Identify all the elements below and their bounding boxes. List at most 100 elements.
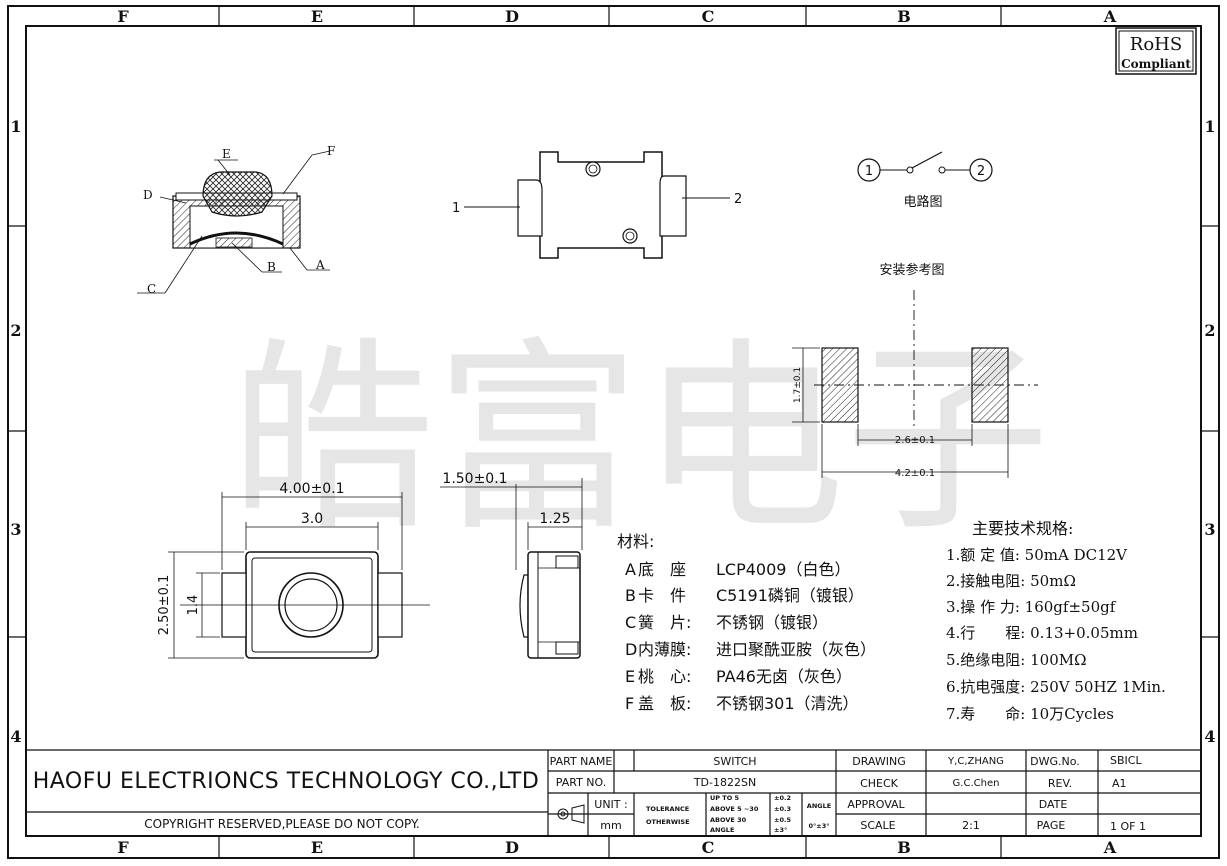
zone-row-right: 3 — [1204, 520, 1215, 539]
material-value: C5191磷铜（镀银） — [716, 586, 864, 605]
zone-row-right: 1 — [1204, 117, 1215, 136]
callout-d: D — [143, 188, 153, 202]
material-name: 内薄膜: — [638, 640, 691, 659]
zone-row-left: 3 — [10, 520, 21, 539]
tol-value: ±0.5 — [774, 816, 791, 824]
rev-value: A1 — [1112, 777, 1127, 790]
zone-row-right: 2 — [1204, 321, 1215, 340]
material-value: 不锈钢301（清洗） — [716, 694, 859, 713]
materials-list: 材料: A 底 座 LCP4009（白色） B 卡 件 C5191磷铜（镀银） … — [617, 532, 876, 713]
zone-labels: F E D C B A F E D C B A 1 2 3 4 1 2 3 4 — [10, 7, 1215, 857]
dwg-no-value: SBICL — [1110, 754, 1142, 767]
tol-range: UP TO 5 — [710, 794, 740, 802]
circuit-title: 电路图 — [903, 194, 942, 210]
tolerance-label: TOLERANCE — [646, 805, 689, 813]
circuit-pin-1: 1 — [865, 164, 873, 179]
projection-symbol — [552, 804, 585, 824]
material-name: 卡 件 — [638, 586, 686, 605]
spec-item: 3.操 作 力: 160gf±50gf — [946, 598, 1117, 616]
spec-item: 7.寿 命: 10万Cycles — [946, 705, 1114, 723]
tol-value: ±0.2 — [774, 794, 791, 802]
angle-value: 0°±3° — [809, 822, 830, 830]
company-name: HAOFU ELECTRIONCS TECHNOLOGY CO.,LTD — [33, 769, 540, 794]
dim-pad-span: 4.2±0.1 — [895, 468, 935, 479]
drawing-by: Y,C,ZHANG — [947, 756, 1004, 767]
scale-label: SCALE — [860, 819, 895, 832]
callout-c: C — [147, 282, 156, 296]
zone-col-top: B — [897, 7, 911, 26]
cross-section-view: E F D C B A — [137, 144, 335, 296]
material-value: 不锈钢（镀银） — [716, 613, 828, 632]
callout-e: E — [222, 147, 231, 161]
zone-col-bottom: C — [702, 838, 715, 857]
zone-row-left: 1 — [10, 117, 21, 136]
dim-pad-length: 1.7±0.1 — [793, 367, 803, 403]
dim-inner-width: 1.4 — [186, 595, 201, 616]
zone-col-bottom: E — [311, 838, 323, 857]
zone-row-left: 2 — [10, 321, 21, 340]
specs-title: 主要技术规格: — [972, 519, 1073, 538]
dim-overall-length: 4.00±0.1 — [279, 481, 344, 497]
tol-range: ABOVE 5 ~30 — [710, 805, 759, 813]
material-key: E — [625, 667, 635, 686]
zone-col-top: D — [505, 7, 519, 26]
zone-col-bottom: F — [117, 838, 129, 857]
check-label: CHECK — [860, 777, 899, 790]
date-label: DATE — [1039, 798, 1068, 811]
part-no-label: PART NO. — [556, 776, 606, 789]
callout-b: B — [267, 260, 276, 274]
tol-value: ±3° — [774, 826, 787, 834]
drawing-frame — [7, 5, 1220, 859]
angle-label: ANGLE — [807, 802, 831, 810]
drawing-label: DRAWING — [852, 755, 905, 768]
rohs-compliant-text: Compliant — [1121, 57, 1191, 71]
dim-pad-gap: 2.6±0.1 — [895, 435, 935, 446]
zone-col-top: F — [117, 7, 129, 26]
copyright-notice: COPYRIGHT RESERVED,PLEASE DO NOT COPY. — [144, 817, 419, 831]
spec-list: 主要技术规格: 1.额 定 值: 50mA DC12V 2.接触电阻: 50mΩ… — [946, 519, 1166, 723]
approval-label: APPROVAL — [847, 798, 905, 811]
material-key: D — [625, 640, 637, 659]
spec-item: 5.绝缘电阻: 100MΩ — [946, 651, 1087, 669]
pin-1-label: 1 — [452, 201, 460, 216]
page-label: PAGE — [1037, 819, 1066, 832]
part-name-value: SWITCH — [713, 755, 756, 768]
check-by: G.C.Chen — [953, 778, 1000, 789]
unit-value: mm — [600, 819, 621, 832]
unit-label: UNIT : — [594, 798, 627, 811]
otherwise-label: OTHERWISE — [646, 818, 690, 826]
spec-item: 1.额 定 值: 50mA DC12V — [946, 546, 1128, 564]
zone-col-top: C — [702, 7, 715, 26]
zone-col-bottom: B — [897, 838, 911, 857]
spec-item: 4.行 程: 0.13+0.05mm — [946, 624, 1138, 642]
material-name: 盖 板: — [638, 694, 691, 713]
callout-f: F — [327, 144, 335, 158]
callout-a: A — [315, 258, 325, 272]
dwg-no-label: DWG.No. — [1030, 755, 1080, 768]
materials-title: 材料: — [617, 532, 654, 551]
material-name: 底 座 — [638, 560, 686, 579]
material-key: B — [625, 586, 636, 605]
page-value: 1 OF 1 — [1110, 820, 1146, 833]
dim-height: 1.50±0.1 — [442, 471, 507, 487]
dim-inner-length: 3.0 — [301, 511, 323, 527]
zone-col-bottom: A — [1103, 838, 1117, 857]
zone-col-bottom: D — [505, 838, 519, 857]
material-name: 簧 片: — [638, 613, 691, 632]
title-block: HAOFU ELECTRIONCS TECHNOLOGY CO.,LTD COP… — [26, 749, 1201, 836]
material-key: F — [625, 694, 634, 713]
material-value: PA46无卤（灰色） — [716, 667, 852, 686]
zone-col-top: A — [1103, 7, 1117, 26]
tol-value: ±0.3 — [774, 805, 791, 813]
tol-range: ANGLE — [710, 826, 734, 834]
pin-2-label: 2 — [734, 192, 742, 207]
material-value: LCP4009（白色） — [716, 560, 850, 579]
zone-row-right: 4 — [1204, 727, 1215, 746]
zone-col-top: E — [311, 7, 323, 26]
circuit-pin-2: 2 — [977, 164, 985, 179]
part-no-value: TD-1822SN — [693, 776, 756, 789]
material-value: 进口聚酰亚胺（灰色） — [716, 640, 876, 659]
spec-item: 2.接触电阻: 50mΩ — [946, 572, 1076, 590]
material-key: C — [625, 613, 636, 632]
